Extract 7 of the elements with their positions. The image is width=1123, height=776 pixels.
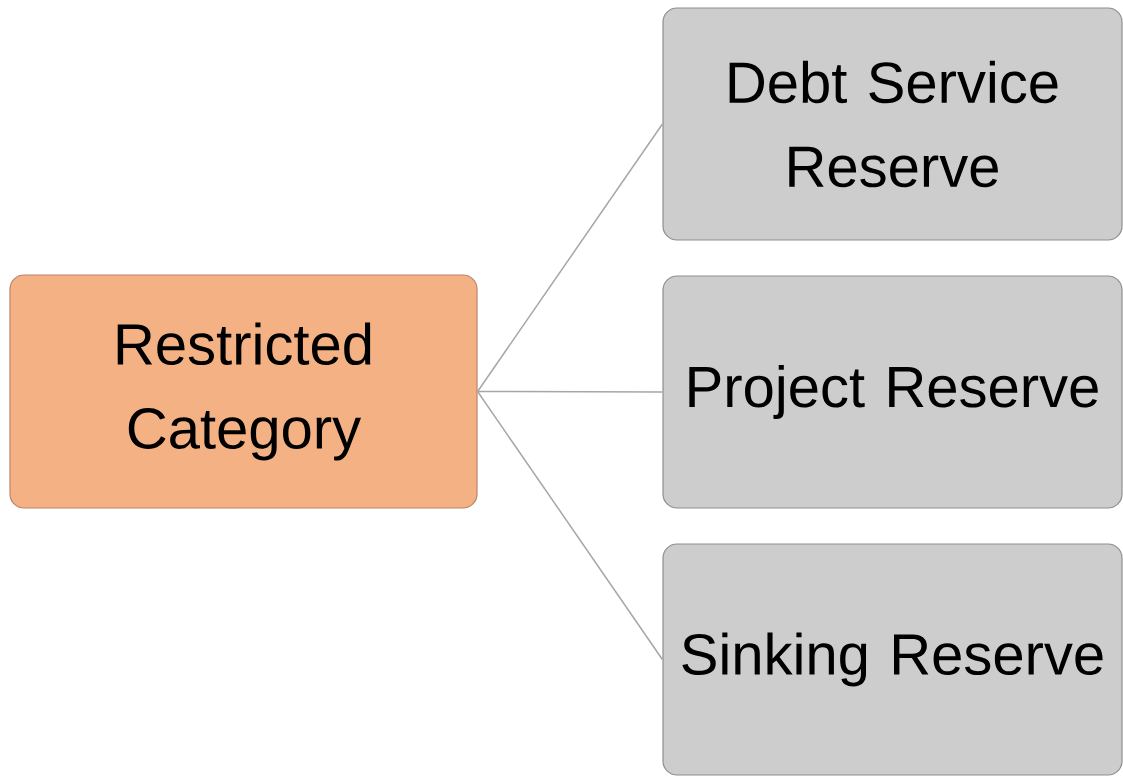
reserve-box: Debt Service Reserve [662, 7, 1123, 241]
connector-line [476, 390, 664, 661]
connector-line [476, 390, 664, 393]
reserve-box: Sinking Reserve [662, 543, 1123, 776]
reserve-box: Project Reserve [662, 275, 1123, 509]
category-box: Restricted Category [9, 274, 478, 509]
connector-line [476, 123, 664, 393]
